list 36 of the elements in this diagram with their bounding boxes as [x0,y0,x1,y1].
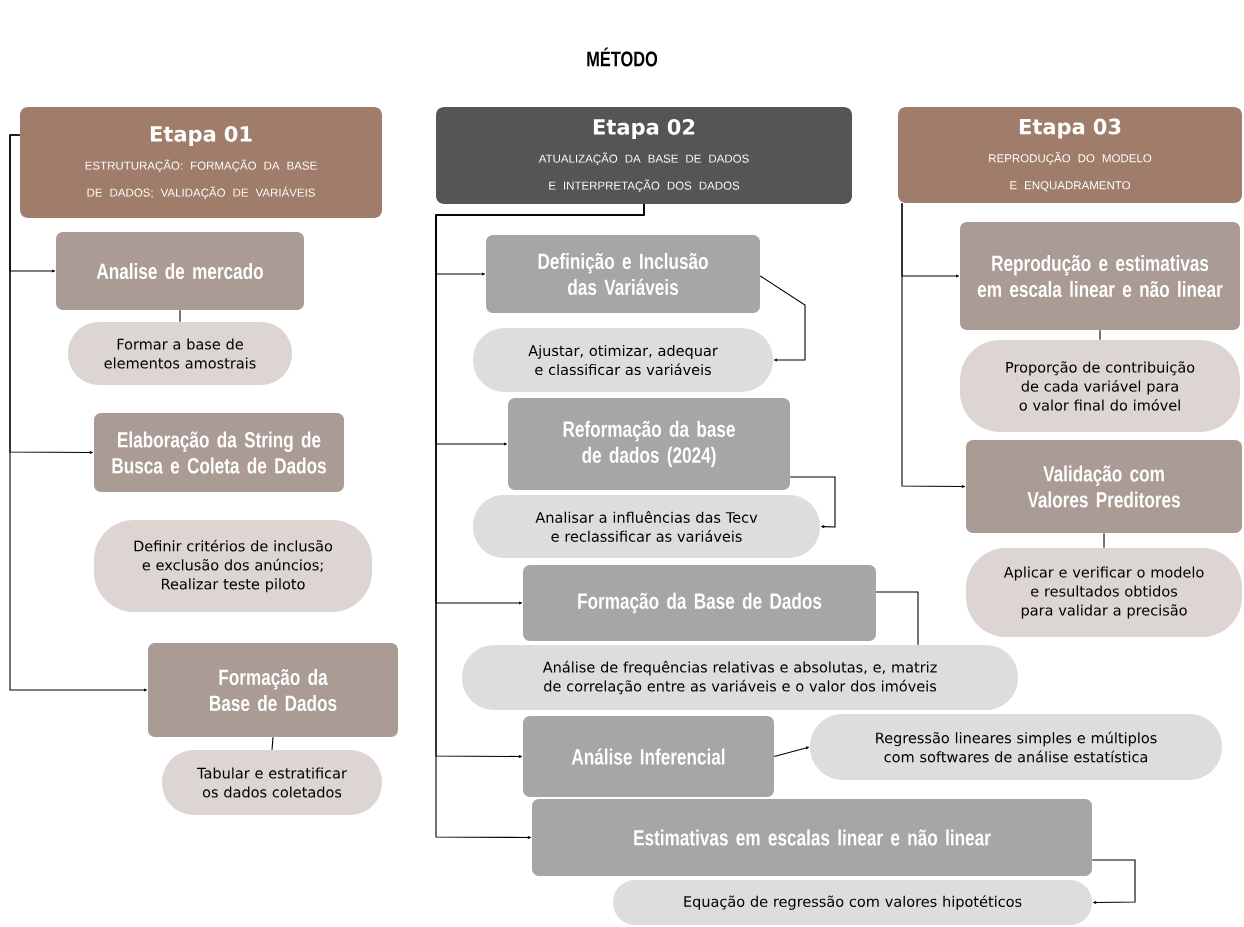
title: MÉTODO [587,47,658,67]
process-box: Estimativas em escalas linear e não linear [532,799,1092,876]
process-box: Reprodução e estimativas em escala linear e não linear [960,222,1240,330]
connector-line [1099,329,1101,341]
note-pill: Regressão lineares simples e múltiplos com softwares de análise estatística [810,714,1222,780]
process-box: Elaboração da String de Busca e Coleta de Dados [94,413,344,492]
note-pill: Definir critérios de inclusão e exclusão dos anúncios; Realizar teste piloto [94,520,372,612]
note-pill: Tabular e estratificar os dados coletados [162,750,382,815]
note-pill: Ajustar, otimizar, adequar e classificar as variáveis [473,328,773,392]
stage-header-box: Etapa 02 ATUALIZAÇÃO DA BASE DE DADOS E INTERPRETAÇÃO DOS DADOS [436,107,852,204]
note-pill: Proporção de contribuição de cada variável para o valor final do imóvel [960,340,1240,432]
note-pill: Equação de regressão com valores hipotéticos [613,880,1092,925]
stage-header-box: Etapa 01 ESTRUTURAÇÃO: FORMAÇÃO DA BASE DE DADOS; VALIDAÇÃO DE VARIÁVEIS [20,107,382,218]
process-box: Reformação da base de dados (2024) [508,398,790,490]
arrow [1091,859,1136,904]
arrow [901,202,966,488]
process-box: Validação com Valores Preditores [966,440,1242,533]
node-label: Análise Inferencial [571,748,725,765]
process-box: Formação da Base de Dados [523,565,876,641]
note-pill: Análise de frequências relativas e absolutas, e, matriz de correlação entre as variáveis e o valor dos imóveis [462,645,1018,710]
process-box: Definição e Inclusão das Variáveis [486,235,760,313]
connector-line [875,591,919,646]
arrow [759,275,806,362]
process-box: Analise de mercado [56,232,304,310]
process-box: Formação da Base de Dados [148,643,398,737]
arrow [773,746,810,758]
arrow [789,476,836,529]
connector-line [1103,532,1105,549]
stage-header-box: Etapa 03 REPRODUÇÃO DO MODELO E ENQUADRAMENTO [898,107,1242,203]
note-pill: Formar a base de elementos amostrais [68,322,292,385]
note-pill: Aplicar e verificar o modelo e resultados obtidos para validar a precisão [966,548,1242,637]
arrow [9,134,148,692]
connector-line [271,736,274,751]
process-box: Análise Inferencial [523,716,774,797]
note-pill: Analisar a influências das Tecv e reclassificar as variáveis [473,495,820,558]
connector-line [179,309,181,323]
